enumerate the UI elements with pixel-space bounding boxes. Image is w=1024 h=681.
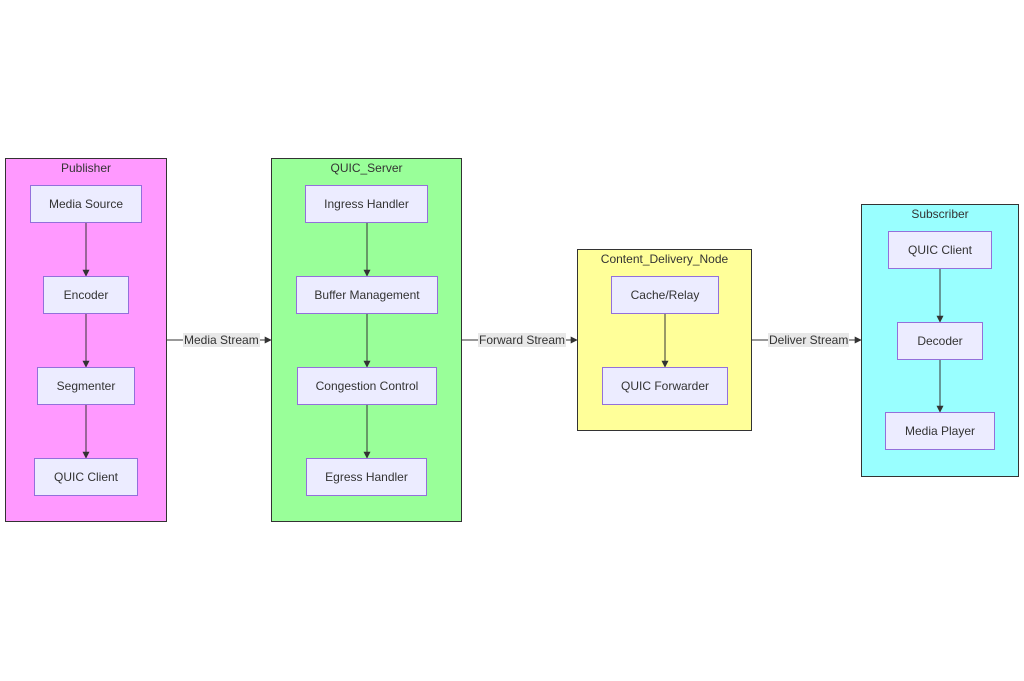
media-player-node[interactable]: Media Player xyxy=(885,412,995,450)
quic-server-title: QUIC_Server xyxy=(330,161,403,175)
cache-relay-node[interactable]: Cache/Relay xyxy=(611,276,719,314)
content-delivery-node-title: Content_Delivery_Node xyxy=(600,252,729,266)
publisher-quic-client-node[interactable]: QUIC Client xyxy=(34,458,138,496)
publisher-title: Publisher xyxy=(60,161,112,175)
subscriber-title: Subscriber xyxy=(911,207,969,221)
deliver-stream-label: Deliver Stream xyxy=(768,333,850,347)
decoder-node[interactable]: Decoder xyxy=(897,322,983,360)
subscriber-quic-client-node[interactable]: QUIC Client xyxy=(888,231,992,269)
congestion-control-node[interactable]: Congestion Control xyxy=(297,367,437,405)
segmenter-node[interactable]: Segmenter xyxy=(37,367,135,405)
egress-handler-node[interactable]: Egress Handler xyxy=(306,458,427,496)
ingress-handler-node[interactable]: Ingress Handler xyxy=(305,185,428,223)
media-stream-label: Media Stream xyxy=(183,333,260,347)
encoder-node[interactable]: Encoder xyxy=(43,276,129,314)
quic-forwarder-node[interactable]: QUIC Forwarder xyxy=(602,367,728,405)
forward-stream-label: Forward Stream xyxy=(478,333,567,347)
buffer-management-node[interactable]: Buffer Management xyxy=(296,276,438,314)
media-source-node[interactable]: Media Source xyxy=(30,185,142,223)
